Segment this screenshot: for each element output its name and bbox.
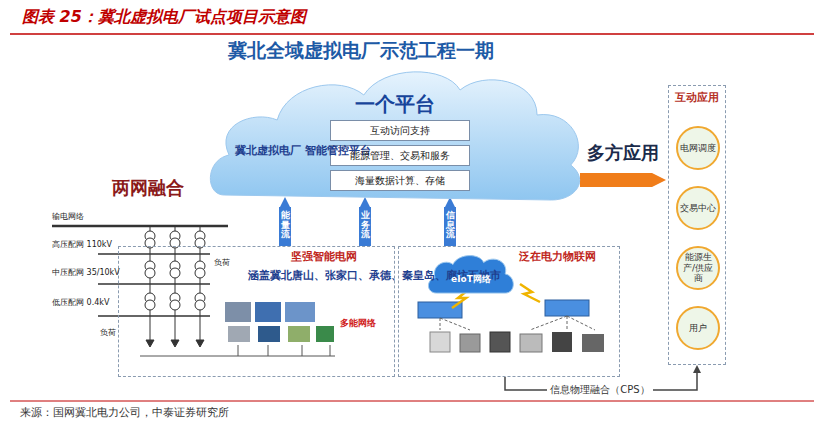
energy-icons (225, 302, 334, 342)
node-heading: 泛在电力物联网 (519, 251, 596, 264)
node-heading: 坚强智能电网 (291, 251, 357, 264)
node-heading: 互动访问支持 (370, 125, 430, 137)
iot-panel: 泛在电力物联网 eIoT网络 (398, 246, 620, 377)
function-box: 海量数据计算、存储 (330, 170, 470, 191)
flow-label: 信息流 (445, 210, 456, 242)
header-rule (10, 33, 814, 35)
figure-title: 图表 25：冀北虚拟电厂试点项目示意图 (22, 8, 306, 26)
node-heading: 用户 (679, 323, 717, 333)
text-label: 负荷 (100, 328, 116, 337)
text-label: 冀北全域虚拟电厂示范工程一期 (228, 40, 494, 62)
grid-panel: 坚强智能电网 (118, 246, 395, 377)
platform-cloud: 一个平台冀北虚拟电厂 智能管控平台互动访问支持能源管理、交易和服务海量数据计算、… (205, 65, 590, 205)
flow-label: 业务流 (360, 210, 371, 242)
node-heading: 海量数据计算、存储 (355, 175, 445, 187)
application-circle: 交易中心 (676, 186, 720, 230)
node-heading: 能源生产/供应商 (679, 252, 717, 283)
cloud-outline (428, 256, 513, 293)
text-label: 负荷 (214, 258, 230, 267)
node-heading: 交易中心 (679, 203, 717, 213)
cloud-outline (210, 72, 579, 200)
text-label: 两网融合 (112, 178, 184, 199)
text-label: 来源：国网冀北电力公司，中泰证券研究所 (20, 407, 229, 420)
text-label: 输电网络 (52, 212, 84, 221)
node-heading: 电网调度 (679, 143, 717, 153)
iot-devices (418, 284, 604, 352)
application-circle: 能源生产/供应商 (676, 246, 720, 290)
text-label: 多能网络 (340, 318, 376, 328)
flow-label: 能量流 (280, 210, 291, 242)
function-box: 互动访问支持 (330, 120, 470, 141)
application-panel: 互动应用电网调度交易中心能源生产/供应商用户 (668, 85, 726, 365)
node-heading: 一个平台 (355, 93, 435, 116)
application-circle: 电网调度 (676, 126, 720, 170)
node-heading: eIoT网络 (451, 274, 491, 284)
flow-arrow (359, 207, 371, 246)
flow-arrow (444, 207, 456, 246)
application-circle: 用户 (676, 306, 720, 350)
text-label: 低压配网 0.4kV (52, 298, 109, 307)
node-heading: 能源管理、交易和服务 (350, 150, 450, 162)
flow-arrow (580, 173, 652, 187)
flow-label: 多方应用 (587, 143, 659, 164)
node-heading: 互动应用 (675, 92, 719, 105)
text-label: 中压配网 35/10kV (52, 268, 120, 277)
footer-rule (10, 401, 814, 402)
flow-label: 信息物理融合（CPS） (547, 384, 652, 396)
text-label: 高压配网 110kV (52, 240, 112, 249)
flow-arrow (279, 207, 291, 246)
